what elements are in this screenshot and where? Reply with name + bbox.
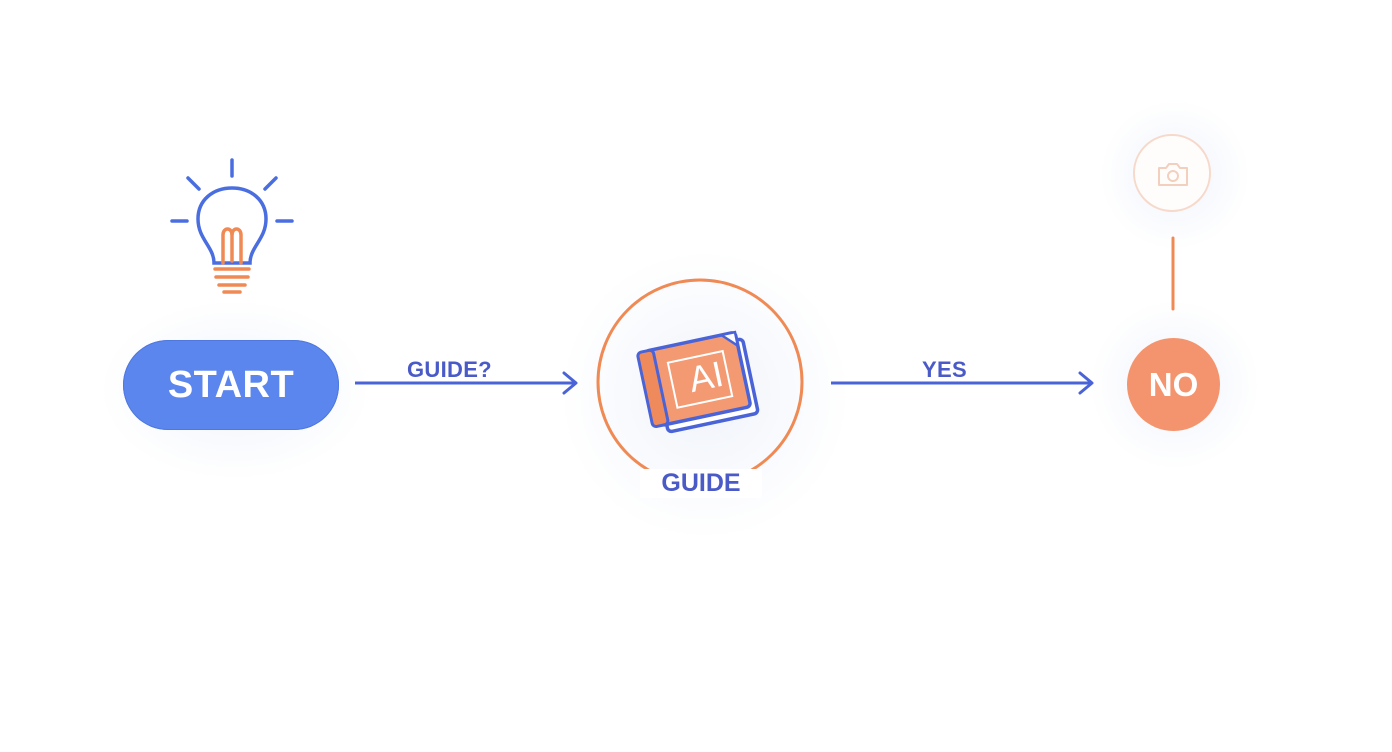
book-icon xyxy=(636,330,760,434)
camera-icon xyxy=(1158,163,1188,186)
no-label: NO xyxy=(1148,365,1199,403)
arrow-guide-to-no xyxy=(831,371,1094,395)
arrow-start-to-guide xyxy=(355,371,578,395)
edge-label-guide-question: GUIDE? xyxy=(407,357,492,382)
camera-circle xyxy=(1133,134,1211,212)
connector-camera-to-no xyxy=(1171,236,1175,311)
edge-label-yes: YES xyxy=(922,357,967,382)
guide-label: GUIDE xyxy=(640,469,762,498)
start-node[interactable]: START xyxy=(123,340,339,430)
lightbulb-icon xyxy=(170,158,294,294)
no-node[interactable]: NO xyxy=(1127,338,1220,431)
start-label: START xyxy=(167,363,295,406)
